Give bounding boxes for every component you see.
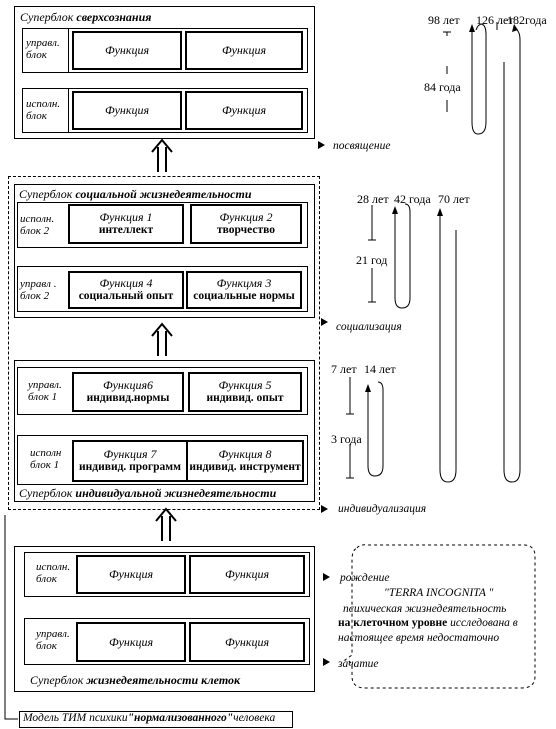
stage-posvyashchenie: посвящение — [333, 140, 391, 152]
sb4-control-label: управл. блок — [36, 628, 70, 652]
age-84: 84 года — [424, 80, 461, 94]
sb1-function-1: Функция — [72, 31, 182, 70]
terra-callout-border — [343, 544, 536, 689]
sb1-control-label: управл. блок — [26, 37, 60, 61]
timeline-curve-7-14 — [367, 381, 384, 477]
age-182: 182года — [507, 13, 547, 27]
age-98: 98 лет — [428, 13, 460, 27]
age-42: 42 года — [394, 192, 431, 206]
timeline-curve-70 — [439, 230, 457, 483]
double-arrow-1 — [151, 138, 173, 172]
double-arrow-3 — [155, 507, 177, 541]
sb2-executive-label: исполн. блок 2 — [20, 213, 55, 237]
sb3-executive-label: исполн блок 1 — [30, 447, 62, 471]
model-caption: Модель ТИМ психики"нормализованного"чело… — [23, 712, 276, 724]
model-bracket-line — [4, 515, 18, 720]
sb1-function-4: Функция — [185, 91, 303, 130]
sb1-function-2: Функция — [185, 31, 303, 70]
sb2-control-label: управл . блок 2 — [20, 278, 57, 302]
terra-line-3: настоящее время недостаточно — [338, 632, 500, 644]
age-14: 14 лет — [364, 362, 396, 376]
age-21: 21 год — [356, 253, 388, 267]
sb1-function-3: Функция — [72, 91, 182, 130]
age-126: 126 лет — [476, 13, 514, 27]
pointer-individualizaciya — [321, 505, 328, 513]
pointer-rozhdenie — [323, 573, 330, 581]
superblock1-title: Суперблок сверхсознания — [20, 10, 152, 24]
superblock4-title: Суперблок жизнедеятельности клеток — [30, 673, 241, 687]
age-3: 3 года — [331, 432, 362, 446]
pointer-zachatie — [323, 658, 330, 666]
stage-individualizaciya: индивидуализация — [338, 503, 427, 515]
terra-line-2: на клеточном уровне исследована в — [338, 617, 518, 629]
sb3-control-label: управл. блок 1 — [28, 379, 62, 403]
model-caption-box — [19, 711, 293, 728]
age-28: 28 лет — [357, 192, 389, 206]
age-70: 70 лет — [438, 192, 470, 206]
timeline-curve-98-126 — [471, 23, 487, 135]
pointer-socializaciya — [321, 318, 328, 326]
stage-rozhdenie: рождение — [340, 572, 390, 584]
sb4-function-3: Функция — [76, 622, 186, 662]
age-7: 7 лет — [331, 362, 357, 376]
sb4-function-2: Функция — [189, 555, 305, 594]
dashed-frame-social-individual — [8, 176, 320, 510]
pointer-posvyashchenie — [318, 141, 325, 149]
stage-socializaciya: социализация — [336, 321, 402, 333]
sb4-function-4: Функция — [189, 622, 305, 662]
superblock2-title: Суперблок социальной жизнедеятельности — [19, 187, 252, 201]
timeline-curve-182 — [503, 27, 521, 483]
sb4-executive-label: исполн. блок — [36, 561, 71, 585]
sb4-function-1: Функция — [76, 555, 186, 594]
double-arrow-2 — [151, 322, 173, 356]
terra-title: "TERRA INCOGNITA " — [384, 587, 494, 599]
stage-zachatie: зачатие — [338, 658, 379, 670]
sb1-executive-label: исполн. блок — [26, 98, 61, 122]
terra-line-1: психическая жизнедеятельность — [343, 603, 507, 615]
superblock3-title: Суперблок индивидуальной жизнедеятельнос… — [19, 486, 277, 500]
timeline-curve-28-42 — [394, 203, 411, 309]
